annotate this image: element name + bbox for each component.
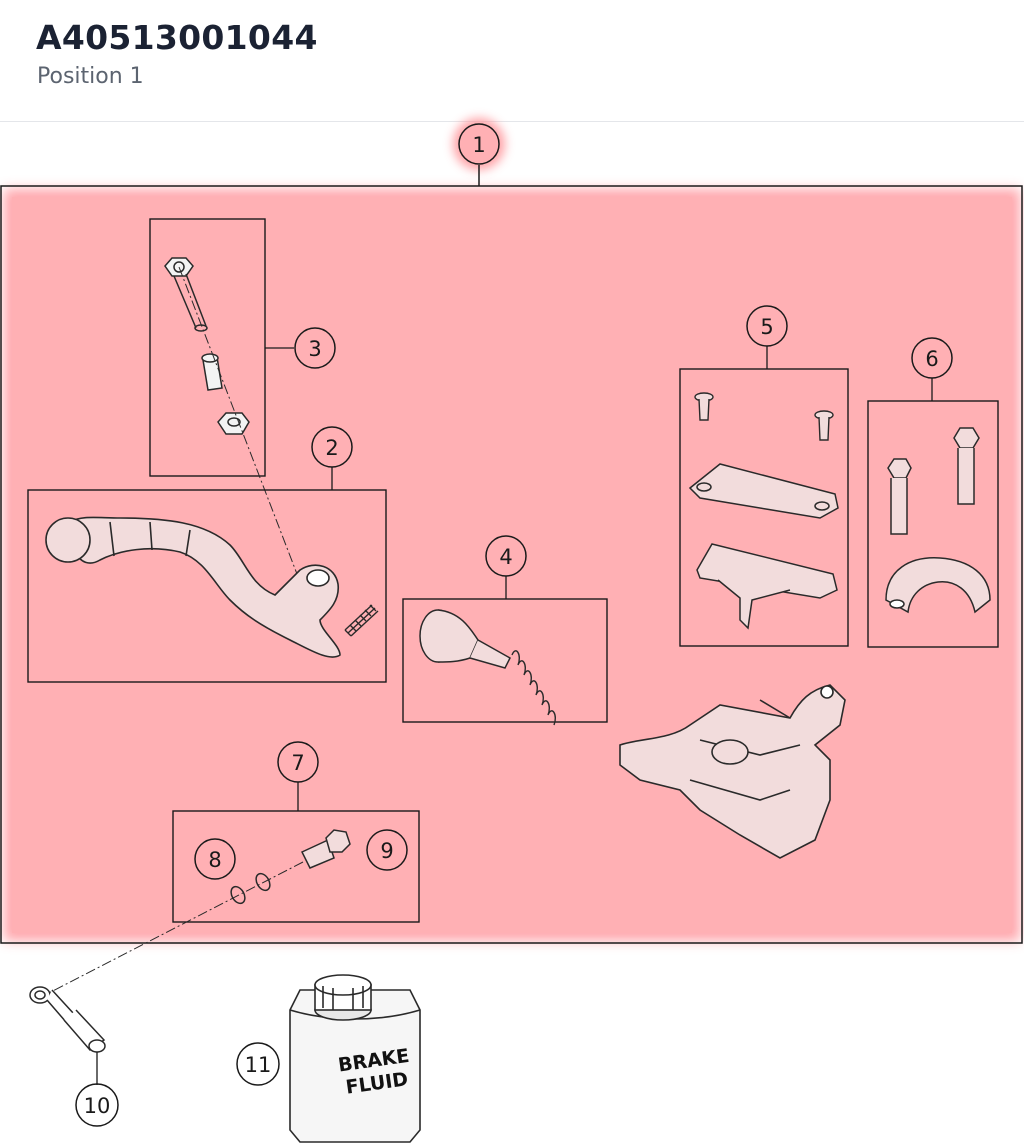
callout-10[interactable]: 10 <box>75 1083 119 1127</box>
group-3-pivot-bolt[interactable] <box>149 218 308 601</box>
part-number-title: A40513001044 <box>36 18 318 57</box>
callout-5[interactable]: 5 <box>746 305 788 347</box>
callout-9[interactable]: 9 <box>366 829 408 871</box>
callout-11-label: 11 <box>245 1053 272 1077</box>
fluid-can-icon <box>289 974 421 1143</box>
brake-line-fitting[interactable] <box>29 986 106 1085</box>
banjo-bolt-icon <box>300 829 351 869</box>
group-4-piston[interactable] <box>402 576 608 726</box>
diaphragm-icon <box>696 543 838 630</box>
clamp-bolt-icon <box>887 427 980 535</box>
callout-7[interactable]: 7 <box>277 741 319 783</box>
callout-11[interactable]: 11 <box>236 1042 280 1086</box>
callout-8[interactable]: 8 <box>194 838 236 880</box>
master-cylinder-body-icon <box>619 684 846 859</box>
callout-10-label: 10 <box>84 1094 111 1118</box>
nut-icon <box>217 412 250 435</box>
piston-icon <box>419 609 511 669</box>
page-header: A40513001044 Position 1 <box>0 0 1024 122</box>
group-6-handlebar-clamp[interactable] <box>867 378 999 648</box>
callout-6-label: 6 <box>925 347 938 371</box>
reservoir-lid-icon <box>688 463 839 519</box>
callout-8-label: 8 <box>208 848 221 872</box>
clamp-icon <box>885 557 991 614</box>
callout-2-label: 2 <box>325 436 338 460</box>
callout-4-label: 4 <box>499 545 512 569</box>
callout-1[interactable]: 1 <box>453 118 505 186</box>
callout-2[interactable]: 2 <box>311 426 353 468</box>
callout-6[interactable]: 6 <box>911 337 953 379</box>
callout-7-label: 7 <box>291 751 304 775</box>
sleeve-icon <box>201 353 223 391</box>
callout-5-label: 5 <box>760 315 773 339</box>
brake-fluid-can[interactable]: BRAKE FLUID <box>289 974 421 1143</box>
group-2-lever[interactable] <box>27 467 387 683</box>
banjo-fitting-icon <box>29 986 106 1053</box>
brake-lever-icon <box>45 516 341 658</box>
callout-4[interactable]: 4 <box>485 535 527 577</box>
position-subtitle: Position 1 <box>37 64 144 89</box>
callout-1-label: 1 <box>472 133 485 157</box>
group-7-banjo-bolt[interactable] <box>44 782 420 996</box>
callout-3-label: 3 <box>308 337 321 361</box>
callout-3[interactable]: 3 <box>294 327 336 369</box>
group-5-reservoir-cover[interactable] <box>679 346 849 647</box>
cover-screw-icon <box>694 392 834 441</box>
piston-spring-icon <box>511 650 557 726</box>
callout-9-label: 9 <box>380 839 393 863</box>
lever-spring-icon <box>344 604 379 637</box>
